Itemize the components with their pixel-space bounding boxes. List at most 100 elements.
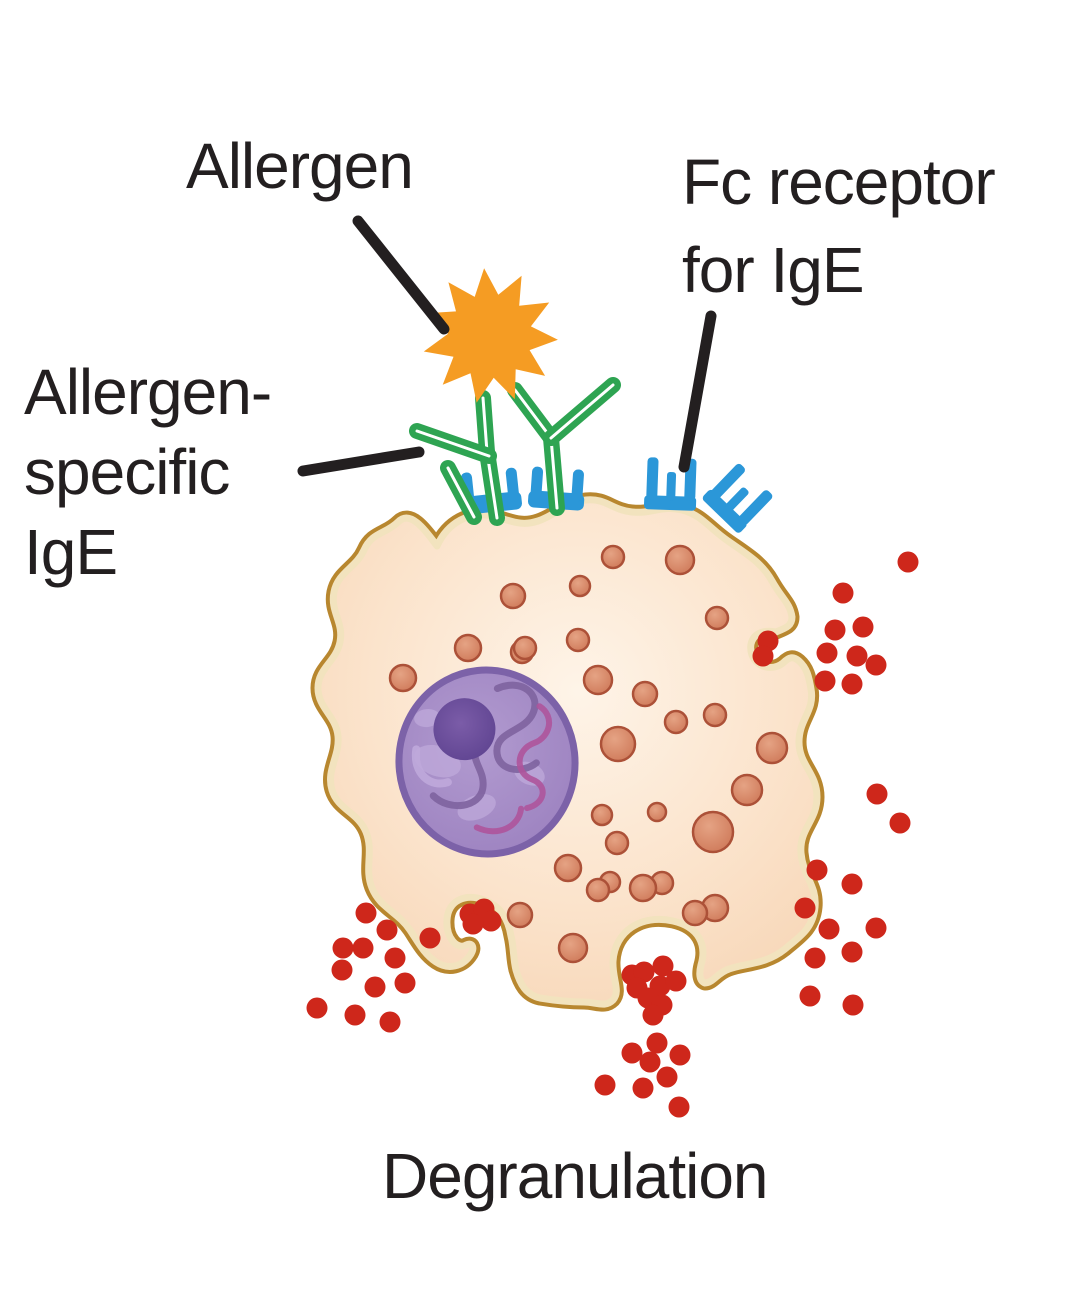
- granule: [631, 680, 659, 708]
- mediator-dot: [832, 582, 854, 604]
- granule: [704, 605, 730, 631]
- ige-antibody-left: [409, 390, 505, 526]
- granule: [691, 810, 735, 854]
- label-fc-receptor-line1: Fc receptor: [682, 146, 996, 218]
- label-ige-line3: IgE: [24, 516, 118, 588]
- pocket-mediator-dot: [652, 955, 674, 977]
- mediator-dot: [799, 985, 821, 1007]
- mediator-dot: [842, 994, 864, 1016]
- granule: [599, 725, 637, 763]
- fc-receptor-free-tilted: [702, 463, 773, 533]
- pocket-mediator-dot: [752, 645, 774, 667]
- mediator-dot: [639, 1051, 661, 1073]
- mediator-dot: [852, 616, 874, 638]
- pocket-mediator-dot: [480, 910, 502, 932]
- mediator-dot: [344, 1004, 366, 1026]
- mediator-dot: [656, 1066, 678, 1088]
- ige-antibody-right: [507, 377, 621, 516]
- nucleolus: [433, 698, 496, 761]
- mediator-dot: [816, 642, 838, 664]
- label-fc-receptor: Fc receptor for IgE: [682, 138, 996, 314]
- label-ige-line2: specific: [24, 436, 230, 508]
- mediator-dot: [331, 959, 353, 981]
- mediator-dot: [846, 645, 868, 667]
- granule: [663, 709, 689, 735]
- chromatin-strand: [429, 741, 487, 810]
- pocket-mediator-dot: [642, 1004, 664, 1026]
- label-degranulation: Degranulation: [382, 1140, 768, 1212]
- mediator-dot: [394, 972, 416, 994]
- ige-antibody-tilted-stem: [440, 460, 482, 525]
- mediator-dot: [669, 1044, 691, 1066]
- chromatin-strand: [493, 681, 540, 773]
- mediator-dot: [841, 873, 863, 895]
- mediator-dot: [865, 654, 887, 676]
- mediator-dot: [376, 919, 398, 941]
- mediator-dot: [889, 812, 911, 834]
- mediator-dot: [866, 783, 888, 805]
- granule: [453, 633, 483, 663]
- mediator-dot: [865, 917, 887, 939]
- mediator-dot: [379, 1011, 401, 1033]
- granule: [730, 773, 764, 807]
- granule: [506, 901, 534, 929]
- mediator-dot: [814, 670, 836, 692]
- mediator-dot: [818, 918, 840, 940]
- label-allergen-specific-ige: Allergen- specific IgE: [24, 352, 272, 592]
- granule: [755, 731, 789, 765]
- granule: [557, 932, 589, 964]
- mediator-dot: [594, 1074, 616, 1096]
- mediator-dot: [332, 937, 354, 959]
- mediator-dot: [646, 1032, 668, 1054]
- mediator-dot: [384, 947, 406, 969]
- granule: [565, 627, 591, 653]
- allergen-pointer: [352, 215, 450, 335]
- mediator-dot: [419, 927, 441, 949]
- granule: [702, 702, 728, 728]
- leader-lines: [297, 215, 717, 477]
- chromatin-patch: [457, 794, 496, 821]
- granules: [388, 544, 789, 964]
- pocket-mediator-dot: [462, 913, 484, 935]
- released-mediators: [306, 551, 919, 1118]
- granule: [590, 803, 614, 827]
- granule: [600, 544, 626, 570]
- granule: [646, 801, 668, 823]
- granule: [388, 663, 418, 693]
- granule: [499, 582, 527, 610]
- ige-pointer: [297, 446, 425, 477]
- label-fc-receptor-line2: for IgE: [682, 234, 865, 306]
- pocket-mediator-dot: [665, 970, 687, 992]
- granule: [681, 899, 709, 927]
- label-ige-line1: Allergen-: [24, 356, 272, 428]
- mediator-dot: [794, 897, 816, 919]
- granule: [553, 853, 583, 883]
- granule: [568, 574, 592, 598]
- pocket-mediator-dot: [633, 961, 655, 983]
- label-allergen: Allergen: [186, 130, 414, 202]
- mediator-dot: [804, 947, 826, 969]
- mediator-dot: [355, 902, 377, 924]
- mediator-dot: [306, 997, 328, 1019]
- granule: [628, 873, 658, 903]
- nucleus: [395, 666, 579, 858]
- mediator-dot: [806, 859, 828, 881]
- mediator-dot: [621, 1042, 643, 1064]
- mediator-dot: [632, 1077, 654, 1099]
- granule: [582, 664, 614, 696]
- chromatin-patch: [414, 708, 441, 728]
- granule: [604, 830, 630, 856]
- mediator-dot: [668, 1096, 690, 1118]
- fc-receptor-pointer: [678, 310, 717, 473]
- chromatin-strand: [411, 745, 452, 788]
- granule: [585, 877, 611, 903]
- mediator-dot: [841, 673, 863, 695]
- mediator-dot: [841, 941, 863, 963]
- chromatin-strand: [516, 703, 553, 812]
- mediator-dot: [364, 976, 386, 998]
- granule: [512, 635, 538, 661]
- mediator-dot: [897, 551, 919, 573]
- allergen-star: [423, 268, 558, 403]
